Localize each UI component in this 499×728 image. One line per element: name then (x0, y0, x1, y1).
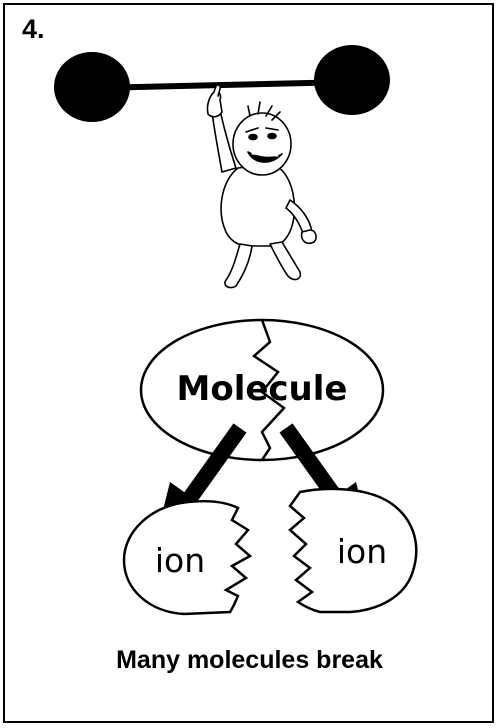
ion-right-label: ion (337, 532, 387, 571)
step-number: 4. (22, 14, 45, 44)
molecule-crack (251, 319, 286, 461)
arrow-left-shaft (183, 423, 247, 503)
arrow-right-shaft (279, 423, 343, 503)
strongman-figure (206, 84, 317, 289)
molecule-label: Molecule (177, 369, 348, 409)
molecule: Molecule (139, 318, 385, 462)
barbell-weight-right (314, 45, 390, 115)
barbell-bar (95, 79, 353, 91)
ion-left-shell (122, 500, 253, 616)
ion-left: ion (122, 500, 253, 616)
ion-right-shell (288, 487, 418, 614)
barbell (54, 45, 390, 122)
card-frame (3, 3, 494, 723)
barbell-weight-left (54, 52, 130, 122)
ion-right: ion (288, 487, 418, 614)
caption: Many molecules break (116, 646, 383, 674)
ion-left-label: ion (155, 541, 205, 580)
